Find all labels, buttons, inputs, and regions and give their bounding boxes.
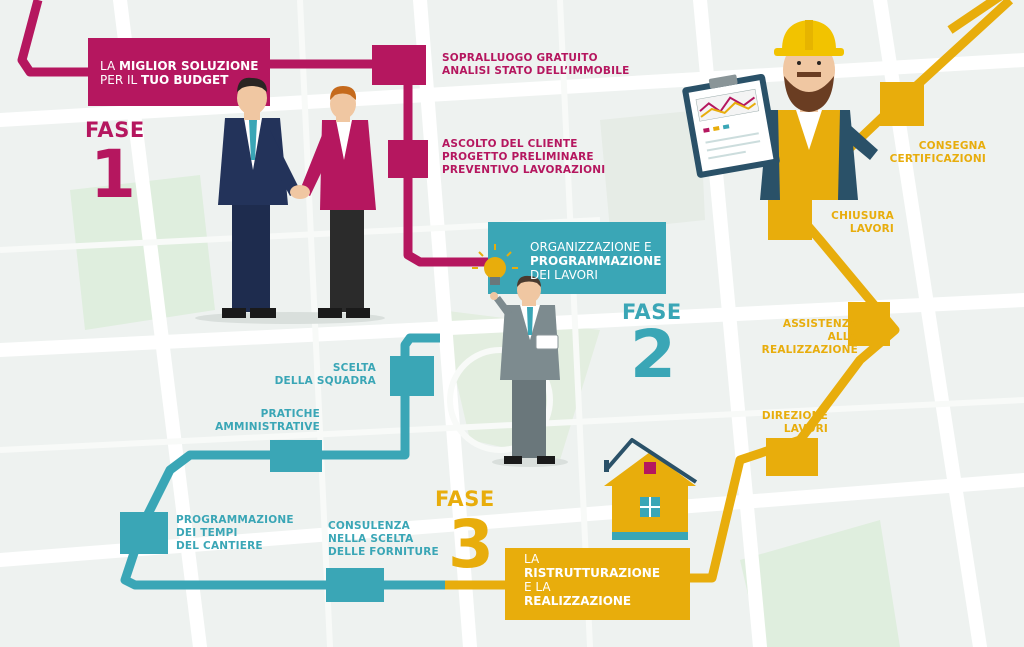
- phase3-step-4: CONSEGNA CERTIFICAZIONI: [889, 140, 986, 165]
- phase2-step-1: SCELTA DELLA SQUADRA: [274, 362, 376, 387]
- phase2-step-4: CONSULENZA NELLA SCELTA DELLE FORNITURE: [328, 520, 439, 558]
- phase1-box-line1: LA MIGLIOR SOLUZIONE: [100, 59, 259, 73]
- phase1-box-text: LA MIGLIOR SOLUZIONE PER IL TUO BUDGET: [100, 59, 258, 87]
- engineer-with-clipboard-illustration: [682, 20, 878, 200]
- phase1-step-1: SOPRALLUOGO GRATUITO ANALISI STATO DELL’…: [442, 52, 630, 77]
- handshake-illustration: [195, 77, 385, 324]
- phase2-box: [488, 222, 666, 294]
- phase3-connectors: [766, 82, 924, 476]
- phase3-step-3: CHIUSURA LAVORI: [831, 210, 894, 235]
- phase2-box-text: ORGANIZZAZIONE E PROGRAMMAZIONE DEI LAVO…: [530, 240, 662, 282]
- phase2-step-2: PRATICHE AMMINISTRATIVE: [215, 408, 320, 433]
- phase2-pipe: [120, 333, 450, 590]
- lightbulb-icon: [472, 244, 518, 285]
- phase3-box: [505, 548, 690, 620]
- phase3-fase-word: FASE: [435, 487, 495, 511]
- phase3-step-1: DIREZIONE LAVORI: [761, 410, 828, 435]
- phase1-connectors: [372, 45, 428, 178]
- phase1-box-line2: PER IL TUO BUDGET: [100, 73, 229, 87]
- phase2-connectors: [120, 356, 434, 602]
- phase1-step-2: ASCOLTO DEL CLIENTE PROGETTO PRELIMINARE…: [442, 138, 606, 176]
- house-icon: [604, 438, 698, 540]
- phase2-step-3: PROGRAMMAZIONE DEI TEMPI DEL CANTIERE: [176, 514, 294, 552]
- phase2-fase-word: FASE: [622, 300, 682, 324]
- phase3-number: 3: [448, 506, 494, 583]
- phase2-number: 2: [630, 316, 676, 393]
- phase1-number: 1: [90, 136, 136, 213]
- phase1-fase-word: FASE: [85, 118, 145, 142]
- phase3-box-text: LA RISTRUTTURAZIONE E LA REALIZZAZIONE: [524, 552, 661, 608]
- phase3-step-2: ASSISTENZA ALLA REALIZZAZIONE: [761, 318, 858, 356]
- thinking-manager-illustration: [490, 275, 568, 467]
